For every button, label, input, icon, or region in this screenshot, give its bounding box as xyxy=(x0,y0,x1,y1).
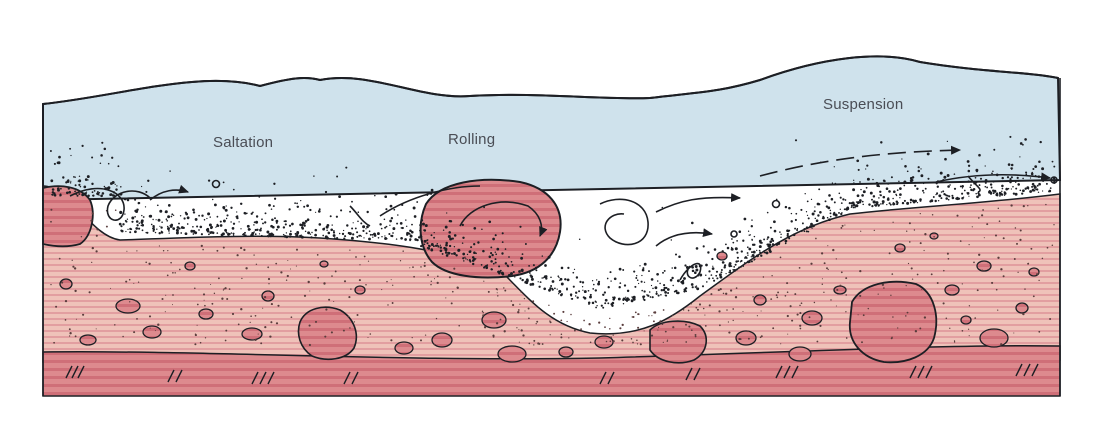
sediment-boulder xyxy=(850,282,936,363)
rolling-boulder xyxy=(421,180,561,278)
label-rolling: Rolling xyxy=(448,131,495,148)
edge-boulder xyxy=(43,186,93,246)
water-region xyxy=(43,56,1060,200)
label-suspension: Suspension xyxy=(823,96,903,113)
label-saltation: Saltation xyxy=(213,134,273,151)
sediment-boulder xyxy=(299,307,357,359)
